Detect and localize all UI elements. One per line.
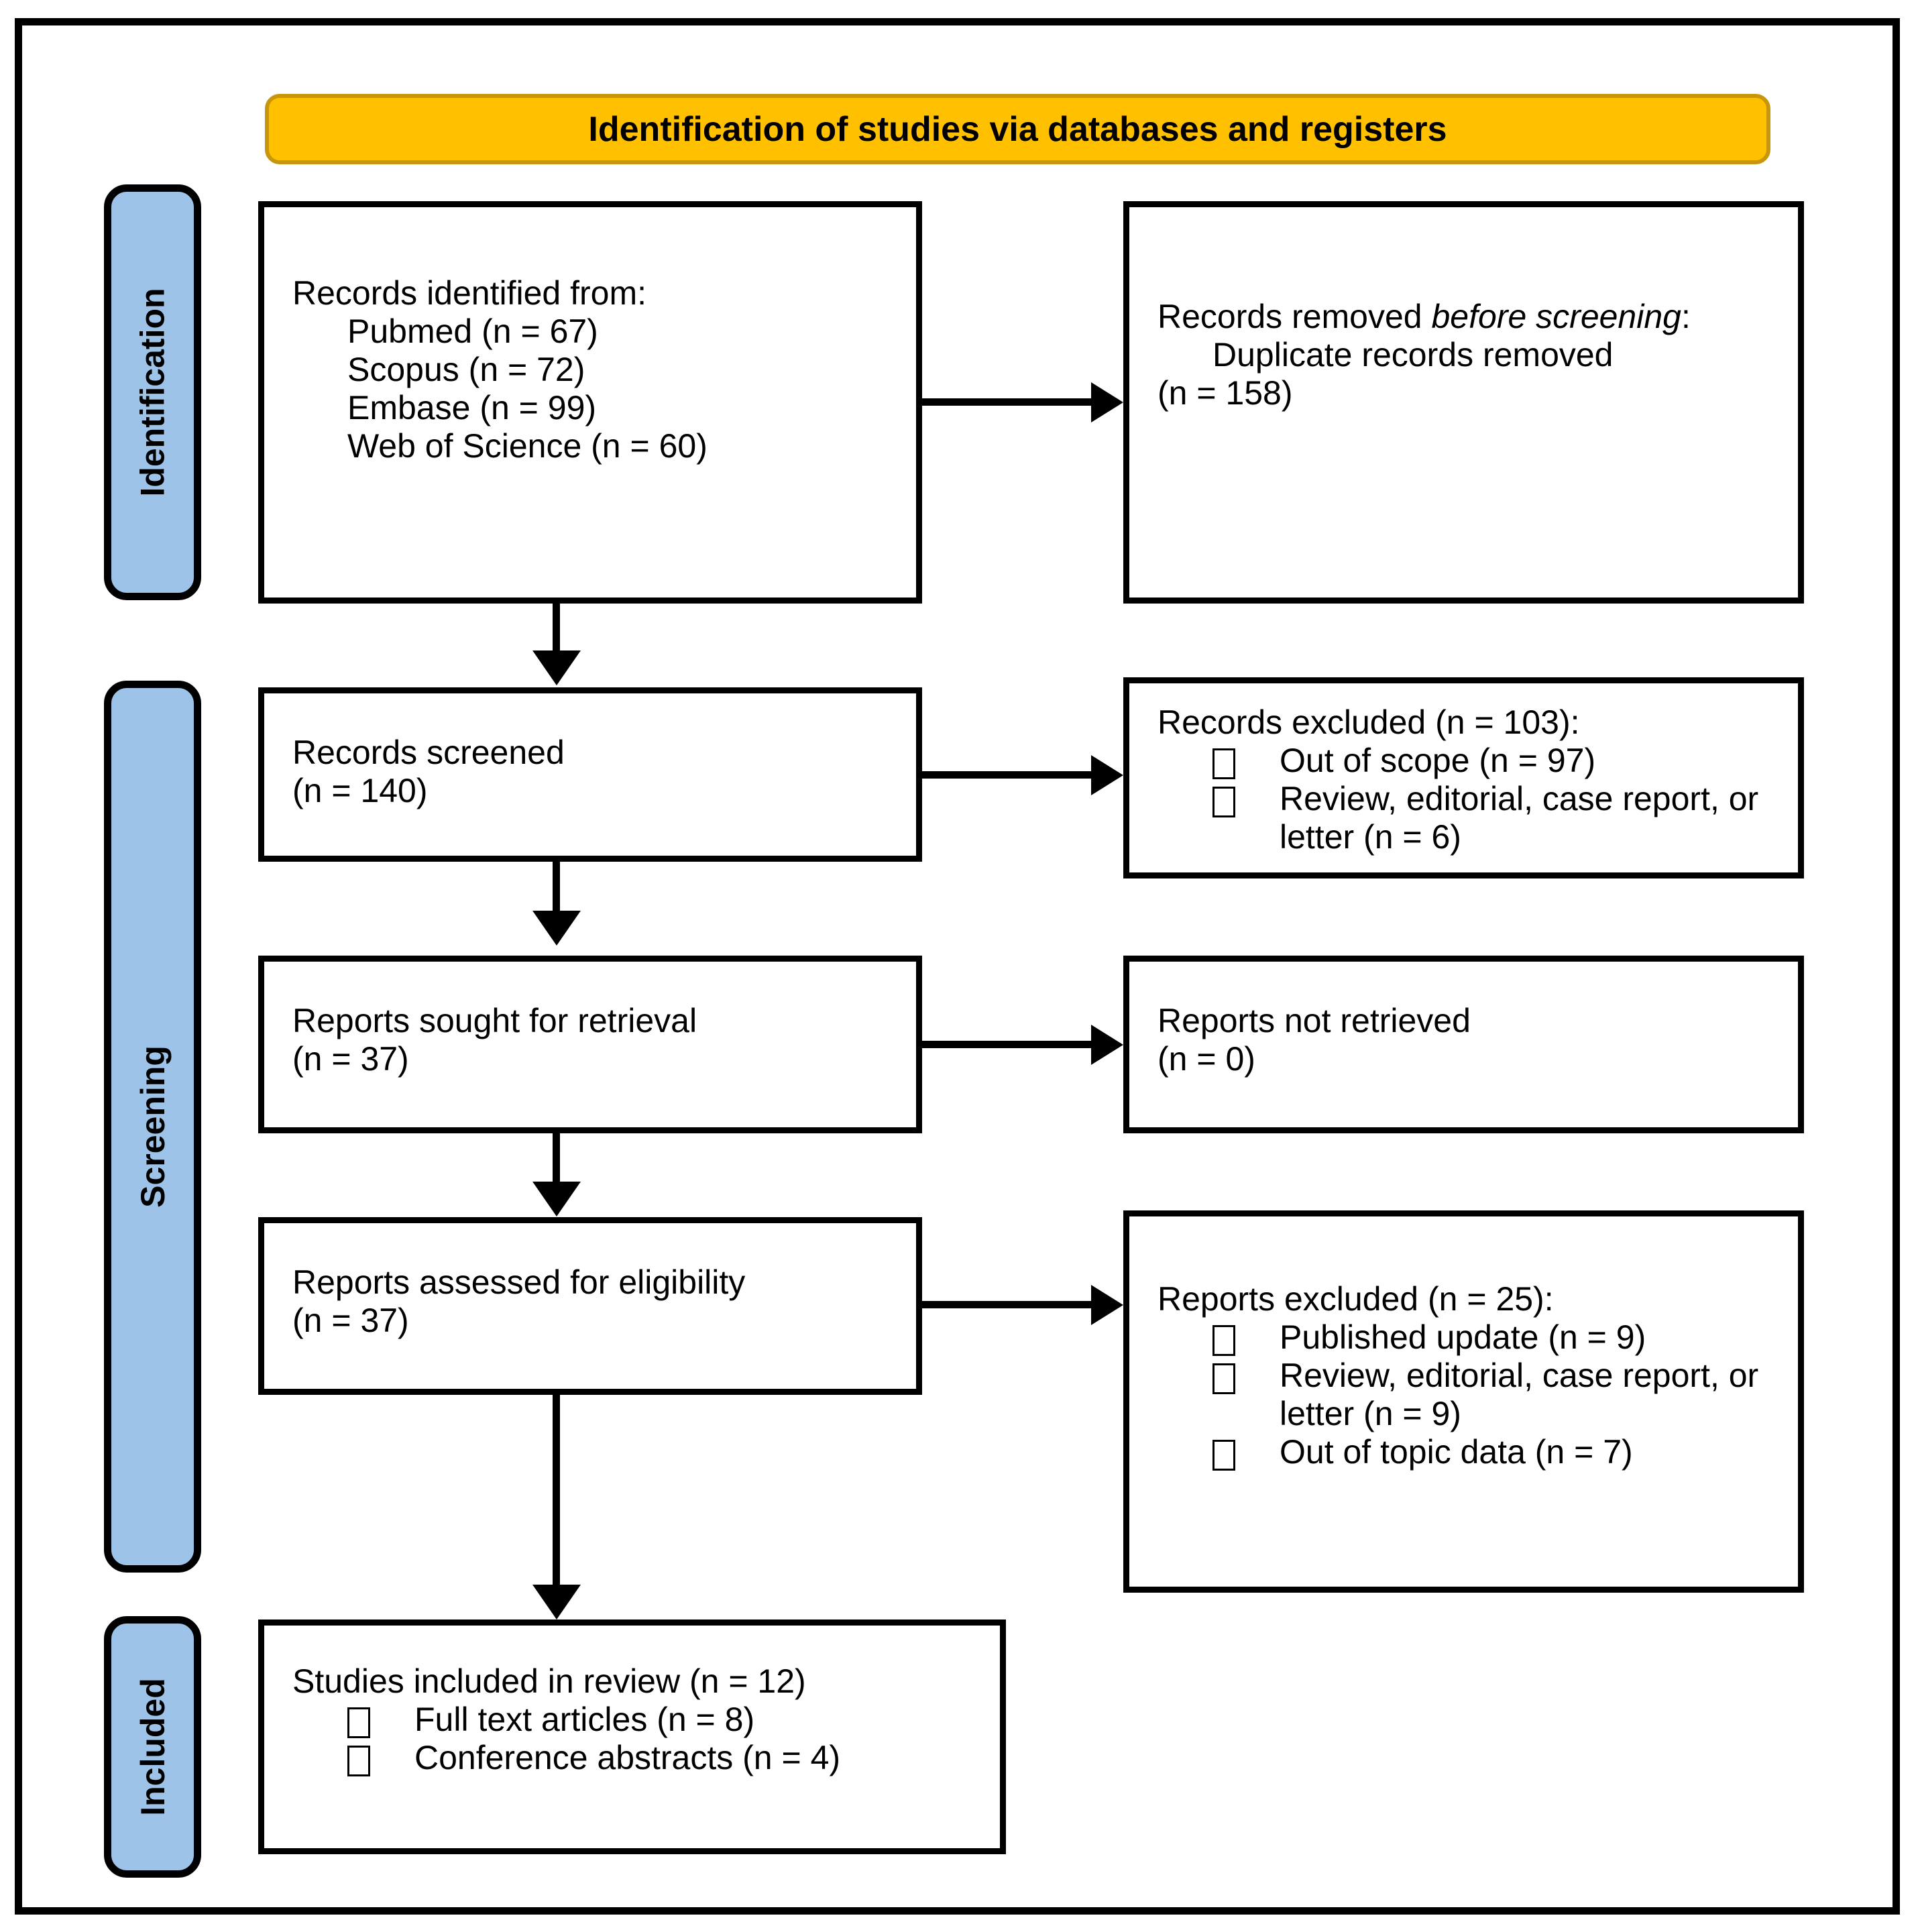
records-screened-line-2: (n = 140) xyxy=(292,772,428,809)
reports-not-retrieved-line-2: (n = 0) xyxy=(1157,1040,1255,1078)
records-identified-item: Web of Science (n = 60) xyxy=(347,427,708,465)
diagram-outer-frame xyxy=(15,18,1900,1915)
banner-title: Identification of studies via databases … xyxy=(588,109,1447,149)
arrowhead-identified-to-screened xyxy=(532,650,581,685)
identification-banner: Identification of studies via databases … xyxy=(265,94,1770,164)
reports-excluded-bullet-text: Out of topic data (n = 7) xyxy=(1280,1433,1633,1471)
box-reports-not-retrieved: Reports not retrieved (n = 0) xyxy=(1123,956,1804,1133)
records-excluded-bullet: Out of scope (n = 97) xyxy=(1157,742,1782,780)
arrowhead-assessed-to-included xyxy=(532,1585,581,1620)
records-excluded-bullet-text: Review, editorial, case report, or lette… xyxy=(1280,780,1759,856)
connector-identified-to-screened xyxy=(553,604,560,654)
studies-included-bullet: Full text articles (n = 8) xyxy=(292,1701,984,1739)
reports-excluded-bullet: Published update (n = 9) xyxy=(1157,1318,1782,1357)
box-reports-assessed: Reports assessed for eligibility (n = 37… xyxy=(258,1217,922,1395)
studies-included-bullet-text: Conference abstracts (n = 4) xyxy=(414,1739,841,1776)
studies-included-bullet-text: Full text articles (n = 8) xyxy=(414,1701,755,1738)
box-records-screened: Records screened (n = 140) xyxy=(258,687,922,862)
box-records-excluded: Records excluded (n = 103): Out of scope… xyxy=(1123,677,1804,878)
stage-screening: Screening xyxy=(104,681,201,1573)
reports-sought-line-2: (n = 37) xyxy=(292,1040,409,1078)
stage-included: Included xyxy=(104,1616,201,1878)
stage-label-screening: Screening xyxy=(133,1045,172,1208)
reports-sought-line-1: Reports sought for retrieval xyxy=(292,1002,697,1039)
records-excluded-bullet: Review, editorial, case report, or lette… xyxy=(1157,780,1782,856)
box-records-identified: Records identified from: Pubmed (n = 67)… xyxy=(258,201,922,604)
studies-included-bullet: Conference abstracts (n = 4) xyxy=(292,1739,984,1777)
connector-sought-to-assessed xyxy=(553,1133,560,1184)
bullet-box-icon xyxy=(1212,787,1235,817)
stage-label-included: Included xyxy=(133,1678,172,1816)
arrowhead-screened-to-sought xyxy=(532,911,581,946)
box-records-removed: Records removed before screening: Duplic… xyxy=(1123,201,1804,604)
reports-excluded-bullet: Out of topic data (n = 7) xyxy=(1157,1433,1782,1471)
records-identified-heading: Records identified from: xyxy=(292,274,647,312)
reports-not-retrieved-line-1: Reports not retrieved xyxy=(1157,1002,1471,1039)
connector-sought-to-not-retrieved xyxy=(922,1041,1096,1048)
bullet-box-icon xyxy=(1212,1440,1235,1471)
connector-identified-to-removed xyxy=(922,398,1096,406)
records-excluded-bullet-text: Out of scope (n = 97) xyxy=(1280,742,1596,779)
reports-excluded-bullet-text: Review, editorial, case report, or lette… xyxy=(1280,1357,1759,1432)
records-removed-heading-emphasis: before screening xyxy=(1431,298,1681,335)
studies-included-heading: Studies included in review (n = 12) xyxy=(292,1662,806,1700)
connector-screened-to-sought xyxy=(553,862,560,912)
arrowhead-assessed-to-excluded xyxy=(1091,1285,1123,1325)
records-excluded-heading: Records excluded (n = 103): xyxy=(1157,703,1580,741)
reports-assessed-line-2: (n = 37) xyxy=(292,1302,409,1339)
records-removed-item: Duplicate records removed xyxy=(1212,336,1614,374)
records-removed-heading-b: : xyxy=(1681,298,1691,335)
bullet-box-icon xyxy=(1212,748,1235,779)
box-reports-sought: Reports sought for retrieval (n = 37) xyxy=(258,956,922,1133)
box-reports-excluded: Reports excluded (n = 25): Published upd… xyxy=(1123,1210,1804,1593)
reports-assessed-line-1: Reports assessed for eligibility xyxy=(292,1263,746,1301)
reports-excluded-bullet-text: Published update (n = 9) xyxy=(1280,1318,1646,1356)
reports-excluded-bullet: Review, editorial, case report, or lette… xyxy=(1157,1357,1782,1433)
arrowhead-screened-to-excluded xyxy=(1091,755,1123,795)
bullet-box-icon xyxy=(1212,1325,1235,1356)
stage-label-identification: Identification xyxy=(133,288,172,497)
records-identified-item: Embase (n = 99) xyxy=(347,389,597,427)
connector-screened-to-excluded xyxy=(922,771,1096,779)
bullet-box-icon xyxy=(347,1746,370,1776)
records-identified-item: Scopus (n = 72) xyxy=(347,351,585,388)
box-studies-included: Studies included in review (n = 12) Full… xyxy=(258,1620,1006,1854)
records-removed-heading: Records removed before screening: xyxy=(1157,298,1782,336)
records-removed-heading-a: Records removed xyxy=(1157,298,1432,335)
records-screened-line-1: Records screened xyxy=(292,734,565,771)
connector-assessed-to-excluded xyxy=(922,1301,1096,1308)
arrowhead-sought-to-assessed xyxy=(532,1182,581,1216)
records-removed-item: (n = 158) xyxy=(1157,374,1293,412)
reports-excluded-heading: Reports excluded (n = 25): xyxy=(1157,1280,1554,1318)
bullet-box-icon xyxy=(1212,1363,1235,1394)
bullet-box-icon xyxy=(347,1707,370,1738)
connector-assessed-to-included xyxy=(553,1395,560,1589)
arrowhead-sought-to-not-retrieved xyxy=(1091,1025,1123,1065)
stage-identification: Identification xyxy=(104,184,201,600)
records-identified-item: Pubmed (n = 67) xyxy=(347,312,598,350)
arrowhead-identified-to-removed xyxy=(1091,382,1123,422)
